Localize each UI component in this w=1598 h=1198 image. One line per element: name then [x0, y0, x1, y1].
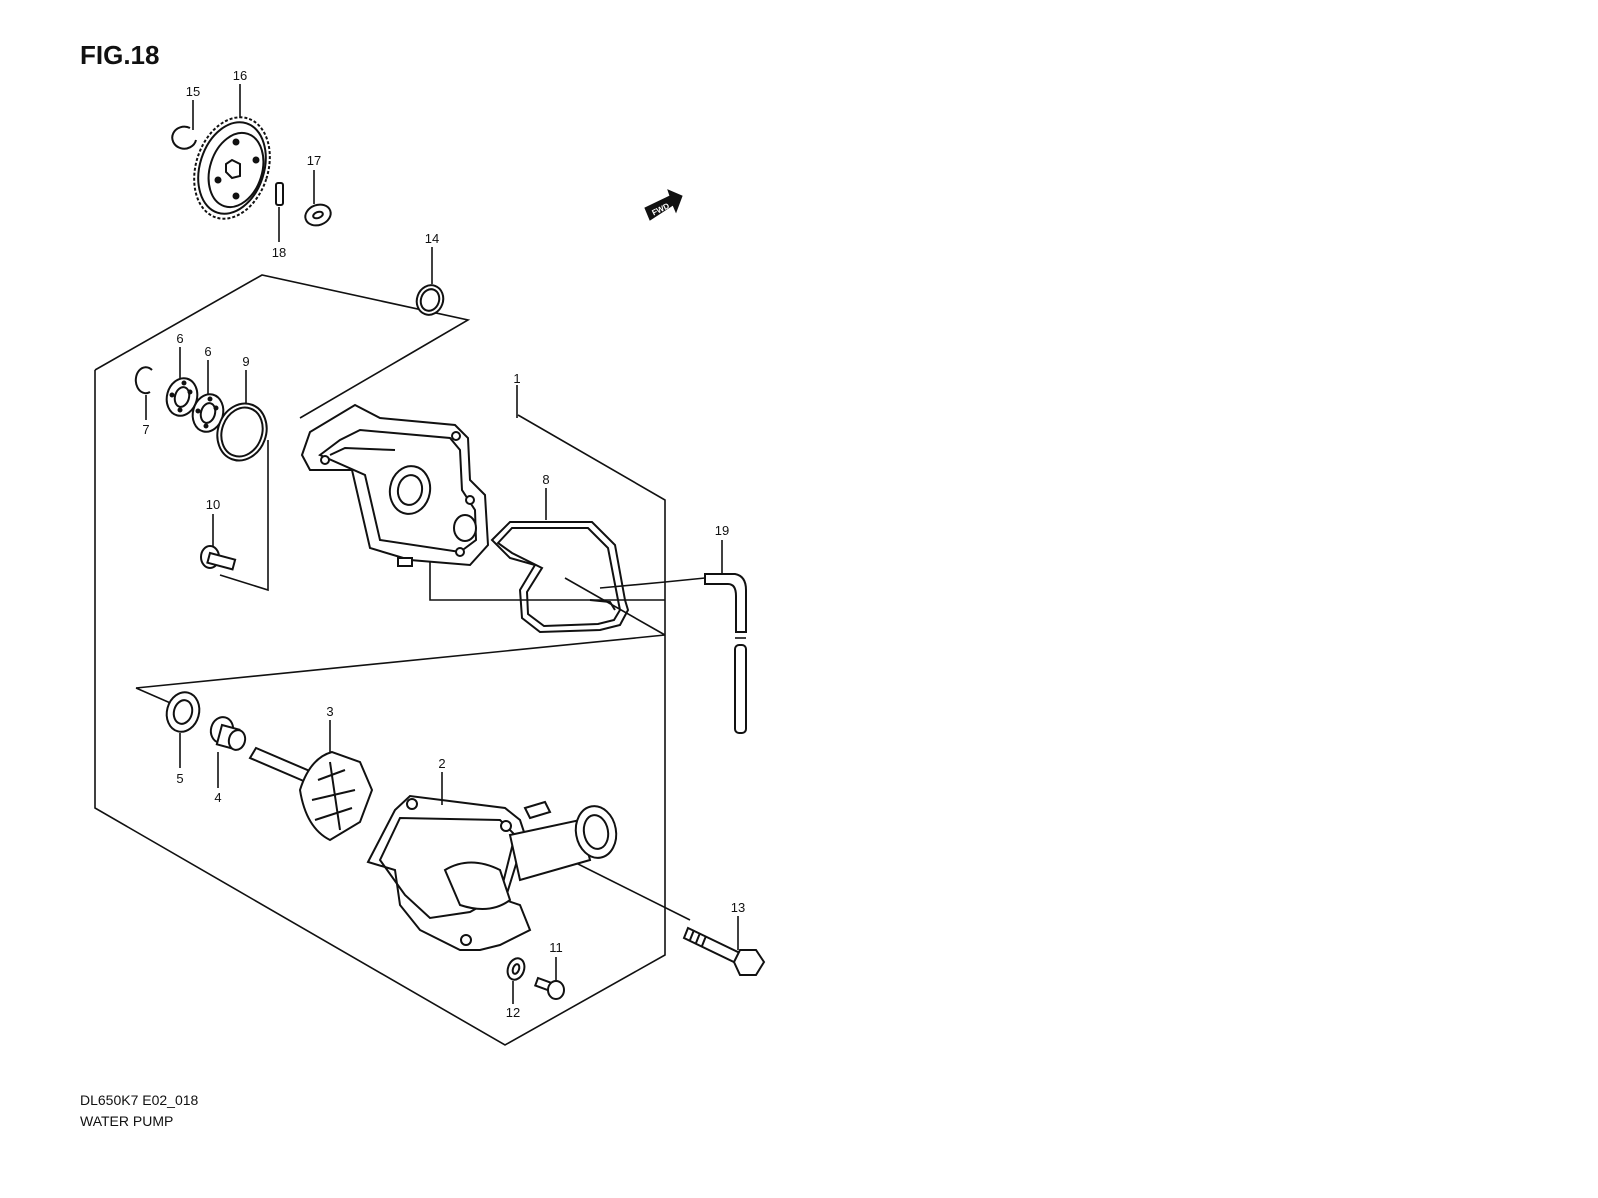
- callout-12: 12: [506, 1005, 520, 1020]
- callout-6a: 6: [176, 331, 183, 346]
- callout-9: 9: [242, 354, 249, 369]
- diagram-code: DL650K7 E02_018: [80, 1092, 199, 1108]
- callout-10: 10: [206, 497, 220, 512]
- part-16-gear[interactable]: [182, 107, 283, 228]
- part-13-bolt[interactable]: [682, 926, 766, 976]
- part-11-bolt[interactable]: [533, 976, 565, 1000]
- callout-7: 7: [142, 422, 149, 437]
- part-4-mechanical-seal[interactable]: [208, 715, 247, 752]
- callout-labels: 15 16 17 18 14 6 6 9 7 1 8 10 19 3 2 5 4…: [142, 68, 745, 1020]
- part-10-bolt[interactable]: [200, 545, 237, 571]
- part-1-pump-case[interactable]: [300, 403, 490, 567]
- part-18-pin[interactable]: [275, 182, 284, 206]
- callout-2: 2: [438, 756, 445, 771]
- diagram-name: WATER PUMP: [80, 1113, 174, 1129]
- part-7-circlip[interactable]: [134, 366, 153, 395]
- callout-17: 17: [307, 153, 321, 168]
- callout-5: 5: [176, 771, 183, 786]
- part-19-hose[interactable]: [704, 573, 747, 734]
- callout-1: 1: [513, 371, 520, 386]
- part-15-circlip[interactable]: [171, 125, 197, 150]
- part-8-gasket[interactable]: [490, 521, 630, 634]
- part-2-pump-body[interactable]: [366, 794, 620, 951]
- part-6-bearing-a[interactable]: [163, 375, 202, 419]
- part-5-oil-seal[interactable]: [162, 689, 203, 736]
- part-14-o-ring[interactable]: [413, 281, 448, 318]
- figure-title: FIG.18: [80, 40, 160, 70]
- callout-13: 13: [731, 900, 745, 915]
- callout-6b: 6: [204, 344, 211, 359]
- part-9-o-ring[interactable]: [210, 397, 275, 468]
- part-12-washer[interactable]: [505, 956, 528, 982]
- callout-3: 3: [326, 704, 333, 719]
- fwd-arrow-icon: FWD: [644, 189, 683, 221]
- callout-15: 15: [186, 84, 200, 99]
- callout-11: 11: [549, 940, 563, 955]
- callout-19: 19: [715, 523, 729, 538]
- part-3-impeller-shaft[interactable]: [248, 746, 374, 842]
- callout-14: 14: [425, 231, 439, 246]
- callout-8: 8: [542, 472, 549, 487]
- callout-4: 4: [214, 790, 221, 805]
- callout-16: 16: [233, 68, 247, 83]
- part-6-bearing-b[interactable]: [189, 391, 228, 435]
- part-17-washer[interactable]: [302, 201, 333, 229]
- callout-18: 18: [272, 245, 286, 260]
